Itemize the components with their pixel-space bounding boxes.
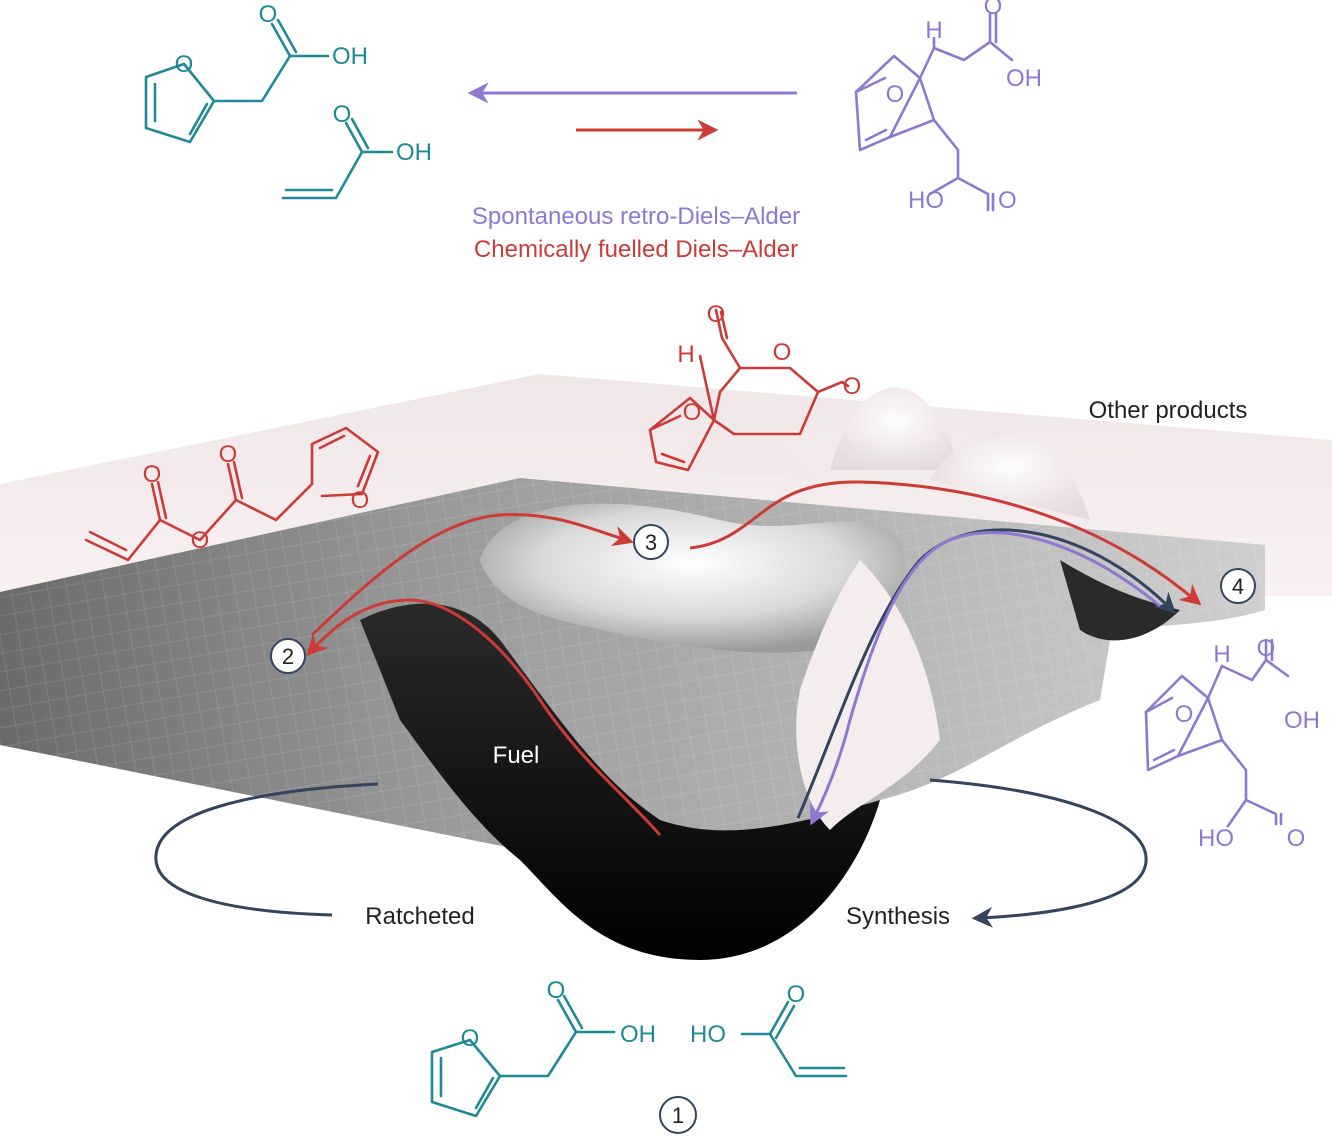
right-trough-facets <box>796 560 940 830</box>
fuel-well <box>360 603 880 960</box>
pink-hump-2 <box>930 430 1090 520</box>
central-ridge <box>480 503 906 653</box>
bottom-hydroxyl: OH <box>620 1021 656 1048</box>
acrylic-acid-top: O OH <box>281 101 432 200</box>
state-2-marker: 2 <box>270 638 306 674</box>
bottom-acrylic-oxygen: O <box>787 981 806 1008</box>
fuel-furan-oxygen: O <box>351 487 370 514</box>
oxanorbornene-diacid-right: H O O OH HO O <box>1144 635 1320 852</box>
fuel-carbonyl-oxygen-2: O <box>219 441 238 468</box>
cycle-loop-right <box>929 778 1148 928</box>
pink-hump-1 <box>830 387 960 470</box>
energy-landscape: 2 3 4 Other products Fuel Ratcheted Synt… <box>0 301 1332 960</box>
carbonyl-oxygen-label: O <box>259 1 278 28</box>
adduct-oxygen-2: O <box>773 339 792 366</box>
adduct-bridge-oxygen: O <box>683 399 702 426</box>
fuelled-diels-alder-label: Chemically fuelled Diels–Alder <box>474 236 798 263</box>
right-lower-oxygen: O <box>1287 825 1306 852</box>
lower-acid-oxygen-label: O <box>998 187 1017 214</box>
retro-diels-alder-label: Spontaneous retro-Diels–Alder <box>472 203 800 230</box>
bridgehead-h-label: H <box>925 17 942 44</box>
mixed-anhydride-fuel: O O O O <box>84 426 380 562</box>
red-path-fuel-to-2 <box>306 598 662 836</box>
state-4-marker: 4 <box>1220 568 1256 604</box>
right-bridge-oxygen: O <box>1175 701 1194 728</box>
hydroxyl-label: OH <box>332 43 368 70</box>
bottom-carbonyl-oxygen: O <box>547 977 566 1004</box>
right-acid-hydroxyl: OH <box>1284 707 1320 734</box>
red-path-2-to-3 <box>310 513 634 637</box>
acrylic-hydroxyl-label: OH <box>396 139 432 166</box>
cycle-loop-left <box>154 782 379 917</box>
fuel-label: Fuel <box>493 742 540 769</box>
right-h-label: H <box>1213 641 1230 668</box>
bridge-oxygen-label: O <box>886 81 905 108</box>
furanacetic-acid-top: O O OH <box>144 1 368 144</box>
acrylic-acid-bottom: HO O <box>690 981 848 1078</box>
adduct-oxygen-3: O <box>843 373 862 400</box>
lower-acid-hydroxyl-label: HO <box>908 187 944 214</box>
bottom-furan-oxygen: O <box>461 1025 480 1052</box>
right-lower-hydroxyl: HO <box>1198 825 1234 852</box>
top-reaction-scheme: O O OH O OH Spontaneous retro-Diels–Alde… <box>144 0 1042 263</box>
state-4-label: 4 <box>1232 574 1244 599</box>
adduct-h-label: H <box>677 341 694 368</box>
right-acid-oxygen: O <box>1257 635 1276 662</box>
red-path-3-to-4 <box>689 480 1202 606</box>
furan-oxygen-label: O <box>175 51 194 78</box>
state-2-label: 2 <box>282 644 294 669</box>
fuel-carbonyl-oxygen-1: O <box>143 461 162 488</box>
furanacetic-acid-bottom: O O OH <box>430 977 656 1118</box>
acid-hydroxyl-label: OH <box>1006 65 1042 92</box>
purple-path-4-to-1 <box>810 531 1161 826</box>
acid-oxygen-label: O <box>984 0 1003 20</box>
synthesis-label: Synthesis <box>846 903 950 930</box>
adduct-oxygen-1: O <box>707 301 726 328</box>
state-1-label: 1 <box>672 1103 684 1128</box>
state-1-marker: 1 <box>659 1096 697 1134</box>
state-3-label: 3 <box>645 530 657 555</box>
state4-well <box>1060 560 1180 641</box>
acrylic-carbonyl-oxygen-label: O <box>333 101 352 128</box>
cyclic-anhydride-adduct: O O O O H <box>648 301 862 472</box>
other-products-label: Other products <box>1089 397 1248 424</box>
bottom-acrylic-hydroxyl: HO <box>690 1021 726 1048</box>
ratcheted-label: Ratcheted <box>365 903 474 930</box>
oxanorbornene-diacid-top: H O O OH HO O <box>854 0 1042 214</box>
fuel-bridge-oxygen: O <box>191 527 210 554</box>
state-3-marker: 3 <box>633 524 669 560</box>
starting-materials-bottom: O O OH HO O 1 <box>430 977 848 1134</box>
